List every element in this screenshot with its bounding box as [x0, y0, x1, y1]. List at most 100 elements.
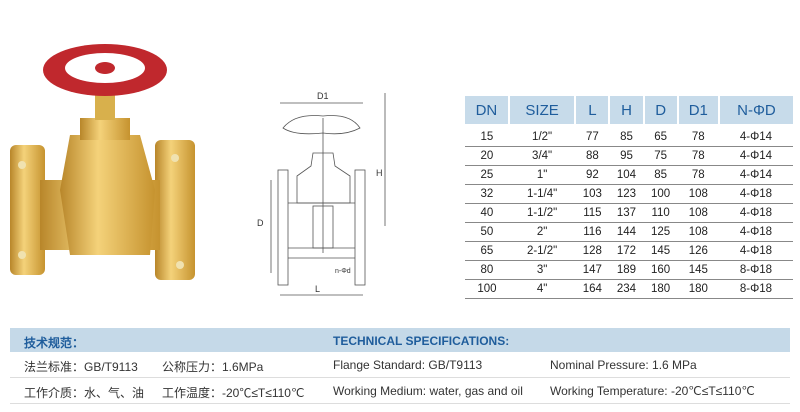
column-header: D — [643, 96, 679, 124]
table-cell: 8-Φ18 — [718, 279, 793, 299]
table-header-row: DN SIZE L H D D1 N-ΦD — [465, 96, 793, 124]
en-working-temperature: Working Temperature: -20℃≤T≤110℃ — [550, 384, 755, 398]
table-cell: 145 — [643, 241, 678, 261]
table-cell: 78 — [677, 124, 719, 147]
table-cell: 172 — [609, 241, 644, 261]
table-cell: 180 — [677, 279, 719, 299]
table-cell: 88 — [575, 146, 610, 166]
table-cell: 20 — [465, 146, 509, 166]
table-cell: 78 — [677, 165, 719, 185]
table-cell: 1-1/4" — [508, 184, 576, 204]
table-cell: 80 — [465, 260, 509, 280]
table-cell: 4-Φ18 — [718, 203, 793, 223]
table-cell: 100 — [643, 184, 678, 204]
table-cell: 92 — [575, 165, 610, 185]
table-cell: 25 — [465, 165, 509, 185]
table-cell: 180 — [643, 279, 678, 299]
table-cell: 95 — [609, 146, 644, 166]
column-header: D1 — [677, 96, 720, 124]
table-cell: 100 — [465, 279, 509, 299]
table-cell: 137 — [609, 203, 644, 223]
table-cell: 85 — [643, 165, 678, 185]
cn-working-medium: 工作介质：水、气、油 — [24, 386, 145, 400]
table-cell: 126 — [677, 241, 719, 261]
table-cell: 144 — [609, 222, 644, 242]
dimension-d: D — [257, 218, 264, 228]
table-cell: 4-Φ14 — [718, 146, 793, 166]
table-cell: 65 — [465, 241, 509, 261]
en-flange-standard: Flange Standard: GB/T9113 — [333, 358, 483, 372]
dimension-h: H — [376, 168, 383, 178]
cn-flange-standard: 法兰标准：GB/T9113 — [24, 360, 138, 374]
table-cell: 50 — [465, 222, 509, 242]
spec-row: 工作介质：水、气、油 工作温度：-20℃≤T≤110℃ Working Medi… — [10, 378, 790, 404]
table-cell: 160 — [643, 260, 678, 280]
column-header: DN — [465, 96, 510, 124]
table-cell: 2-1/2" — [508, 241, 576, 261]
cn-nominal-pressure: 公称压力：1.6MPa — [162, 360, 264, 374]
table-cell: 32 — [465, 184, 509, 204]
table-cell: 123 — [609, 184, 644, 204]
table-cell: 4-Φ18 — [718, 222, 793, 242]
table-cell: 125 — [643, 222, 678, 242]
specifications-header-band: 技术规范： TECHNICAL SPECIFICATIONS: — [10, 328, 790, 352]
table-cell: 85 — [609, 124, 644, 147]
valve-technical-drawing: D1 H D L n-Φd — [245, 88, 390, 300]
en-working-medium: Working Medium: water, gas and oil — [333, 384, 523, 398]
gate-valve-photo — [10, 44, 195, 280]
table-cell: 77 — [575, 124, 610, 147]
table-cell: 1-1/2" — [508, 203, 576, 223]
table-cell: 234 — [609, 279, 644, 299]
table-cell: 40 — [465, 203, 509, 223]
table-cell: 4" — [508, 279, 576, 299]
table-cell: 4-Φ14 — [718, 124, 793, 147]
column-header: SIZE — [508, 96, 577, 124]
spec-row: 法兰标准：GB/T9113 公称压力：1.6MPa Flange Standar… — [10, 352, 790, 378]
table-cell: 145 — [677, 260, 719, 280]
table-cell: 110 — [643, 203, 678, 223]
table-cell: 2" — [508, 222, 576, 242]
table-cell: 4-Φ18 — [718, 241, 793, 261]
table-cell: 4-Φ18 — [718, 184, 793, 204]
table-cell: 103 — [575, 184, 610, 204]
table-cell: 128 — [575, 241, 610, 261]
table-cell: 4-Φ14 — [718, 165, 793, 185]
en-spec-title: TECHNICAL SPECIFICATIONS: — [333, 334, 510, 348]
table-cell: 3/4" — [508, 146, 576, 166]
table-cell: 65 — [643, 124, 678, 147]
en-nominal-pressure: Nominal Pressure: 1.6 MPa — [550, 358, 697, 372]
column-header: L — [575, 96, 611, 124]
dimension-d1: D1 — [317, 91, 329, 101]
dimension-n-phi-d: n-Φd — [335, 268, 351, 275]
column-header: H — [609, 96, 645, 124]
table-cell: 15 — [465, 124, 509, 147]
valve-section-drawing — [270, 93, 386, 296]
table-cell: 115 — [575, 203, 610, 223]
table-cell: 164 — [575, 279, 610, 299]
cn-spec-title: 技术规范： — [24, 336, 85, 350]
table-cell: 147 — [575, 260, 610, 280]
table-cell: 108 — [677, 222, 719, 242]
table-cell: 108 — [677, 203, 719, 223]
table-cell: 8-Φ18 — [718, 260, 793, 280]
table-cell: 75 — [643, 146, 678, 166]
table-cell: 78 — [677, 146, 719, 166]
table-cell: 3" — [508, 260, 576, 280]
cn-working-temperature: 工作温度：-20℃≤T≤110℃ — [162, 386, 305, 400]
table-cell: 189 — [609, 260, 644, 280]
table-cell: 116 — [575, 222, 610, 242]
table-cell: 1" — [508, 165, 576, 185]
table-cell: 108 — [677, 184, 719, 204]
dimension-l: L — [315, 284, 321, 294]
column-header: N-ΦD — [718, 96, 793, 124]
